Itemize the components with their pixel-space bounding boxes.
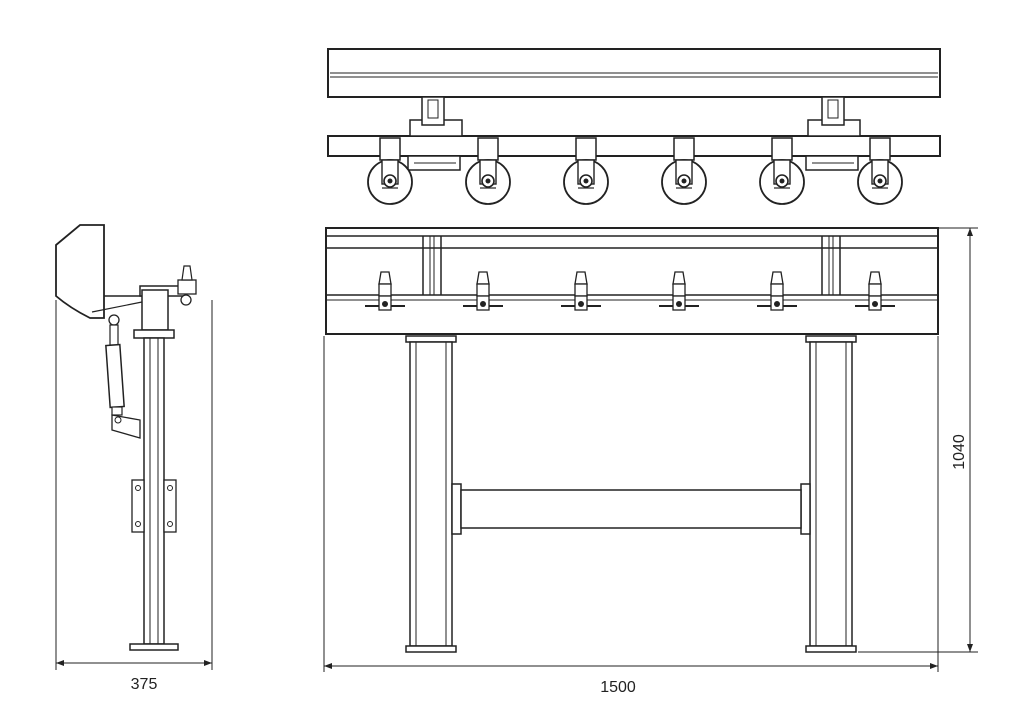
top-roller — [465, 137, 511, 205]
top-roller — [759, 137, 805, 205]
guard-plate — [55, 224, 105, 319]
top-roller — [661, 137, 707, 205]
bracket-right — [805, 96, 861, 171]
front-roller — [463, 271, 503, 311]
dimension-front-width: 1500 — [600, 679, 636, 696]
top-view — [327, 48, 941, 205]
front-view — [325, 227, 939, 653]
dimension-front-height: 1040 — [951, 434, 968, 470]
side-post-upper — [141, 289, 169, 331]
front-roller — [365, 271, 405, 311]
stiffener-right — [821, 236, 841, 295]
stiffener-left — [422, 236, 442, 295]
top-roller — [367, 137, 413, 205]
side-cylinder — [105, 314, 141, 439]
dimension-lines — [55, 227, 978, 672]
leg-left — [405, 335, 457, 653]
top-roller — [563, 137, 609, 205]
roller-rail — [327, 135, 941, 157]
front-rollers — [365, 271, 895, 311]
leg-right — [805, 335, 857, 653]
bracket-left — [407, 96, 463, 171]
dimension-side-width: 375 — [131, 676, 158, 693]
top-roller — [857, 137, 903, 205]
side-view — [55, 224, 197, 651]
top-rollers — [367, 137, 903, 205]
side-post — [143, 337, 165, 645]
front-roller — [561, 271, 601, 311]
front-roller — [659, 271, 699, 311]
front-roller — [855, 271, 895, 311]
frame-beam — [325, 227, 939, 335]
front-roller — [757, 271, 797, 311]
cross-tube — [451, 483, 811, 535]
